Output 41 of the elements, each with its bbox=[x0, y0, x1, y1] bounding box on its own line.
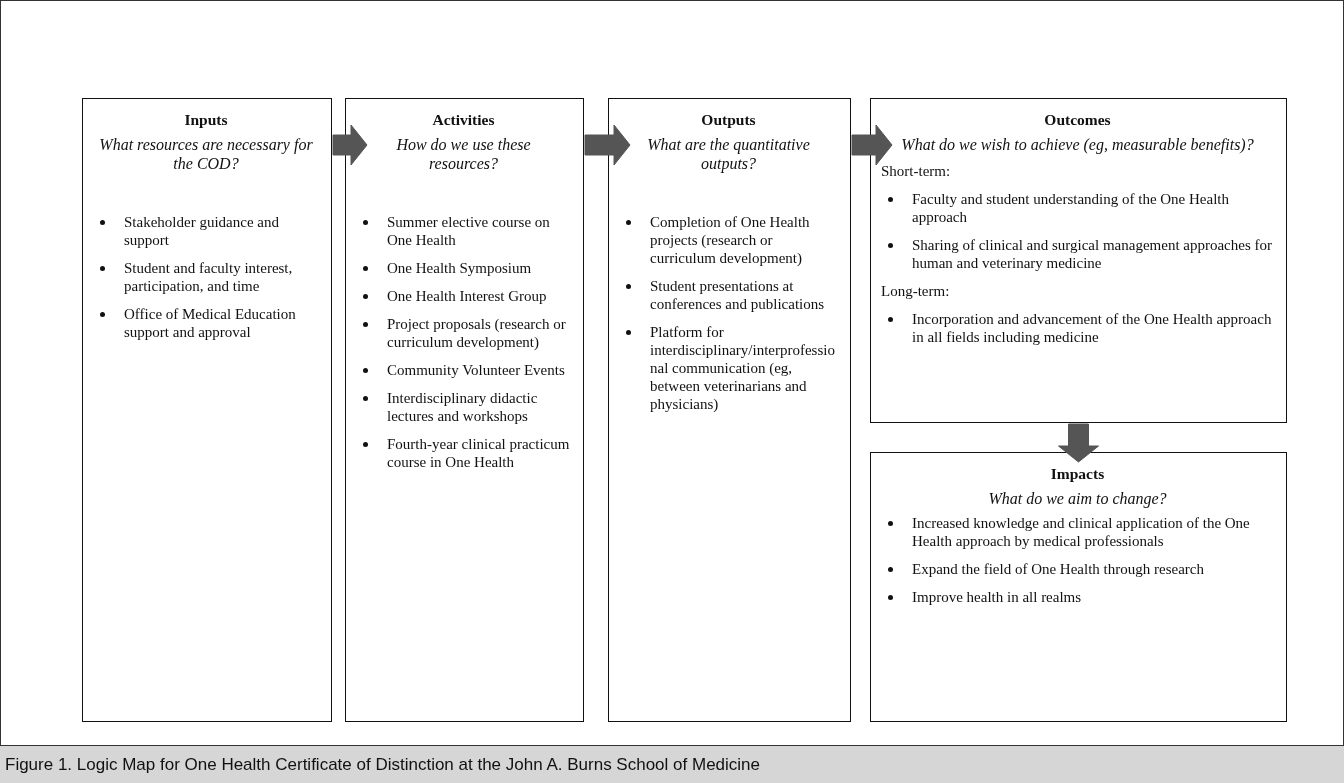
bullet-text: Platform for interdisciplinary/interprofessional communication (eg, between veterinarians and physicians) bbox=[650, 323, 836, 414]
bullet-text: Incorporation and advancement of the One Health approach in all fields including medicine bbox=[912, 310, 1273, 347]
bullet-text: Stakeholder guidance and support bbox=[124, 213, 280, 250]
term-label: Long-term: bbox=[881, 282, 951, 301]
bullet-text: Improve health in all realms bbox=[912, 588, 1083, 607]
box-heading: Activities bbox=[431, 111, 496, 129]
bullet-text: Increased knowledge and clinical application of the One Health approach by medical professionals bbox=[912, 514, 1251, 551]
logic-map-box bbox=[82, 98, 332, 722]
box-heading: Impacts bbox=[1049, 465, 1106, 483]
block-arrow bbox=[1058, 423, 1099, 463]
guiding-question: What do we aim to change? bbox=[987, 489, 1168, 509]
bullet-text: Fourth-year clinical practicum course in One Health bbox=[387, 435, 571, 472]
bullet-text: Community Volunteer Events bbox=[387, 361, 566, 380]
bullet-text: Summer elective course on One Health bbox=[387, 213, 551, 250]
bullet-text: Sharing of clinical and surgical management approaches for human and veterinary medicine bbox=[912, 236, 1273, 273]
box-heading: Inputs bbox=[183, 111, 229, 129]
block-arrow bbox=[332, 124, 368, 166]
guiding-question: What do we wish to achieve (eg, measurable benefits)? bbox=[900, 135, 1255, 155]
bullet-text: Interdisciplinary didactic lectures and workshops bbox=[387, 389, 539, 426]
bullet-text: One Health Symposium bbox=[387, 259, 533, 278]
bullet-text: Faculty and student understanding of the One Health approach bbox=[912, 190, 1230, 227]
bullet-text: One Health Interest Group bbox=[387, 287, 548, 306]
term-label: Short-term: bbox=[881, 162, 952, 181]
figure-caption: Figure 1. Logic Map for One Health Certificate of Distinction at the John A. Burns School of Medicine bbox=[0, 745, 1344, 783]
logic-map-box bbox=[608, 98, 851, 722]
bullet-text: Project proposals (research or curriculum development) bbox=[387, 315, 567, 352]
guiding-question: What are the quantitative outputs? bbox=[646, 135, 811, 174]
guiding-question: What resources are necessary for the COD? bbox=[99, 135, 313, 174]
block-arrow bbox=[851, 124, 893, 166]
bullet-text: Office of Medical Education support and approval bbox=[124, 305, 297, 342]
bullet-text: Student and faculty interest, participation, and time bbox=[124, 259, 294, 296]
bullet-text: Completion of One Health projects (research or curriculum development) bbox=[650, 213, 811, 268]
guiding-question: How do we use these resources? bbox=[395, 135, 532, 174]
box-heading: Outcomes bbox=[1043, 111, 1112, 129]
bullet-text: Student presentations at conferences and publications bbox=[650, 277, 826, 314]
logic-map-box bbox=[870, 452, 1287, 722]
logic-map-box bbox=[345, 98, 584, 722]
bullet-text: Expand the field of One Health through research bbox=[912, 560, 1205, 579]
logic-map-box bbox=[870, 98, 1287, 423]
block-arrow bbox=[584, 124, 631, 166]
box-heading: Outputs bbox=[700, 111, 757, 129]
